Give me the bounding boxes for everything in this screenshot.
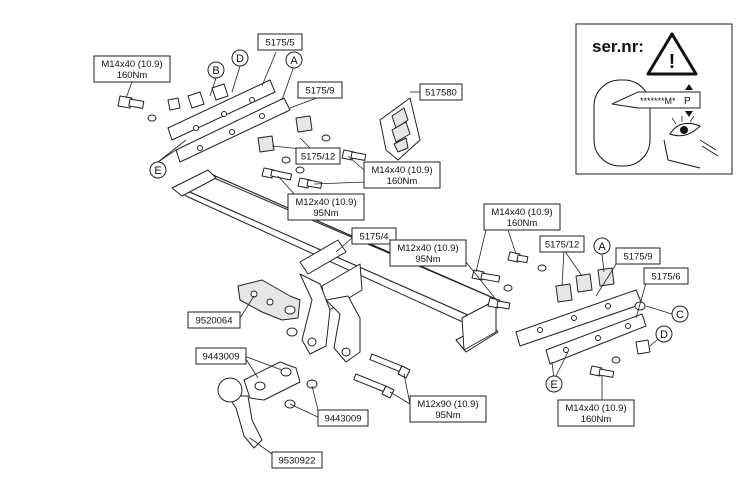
- bolt-specs: M14x40 (10.9) 160Nm M14x40 (10.9) 160Nm …: [93, 55, 635, 427]
- letter-a-right: A: [598, 241, 606, 253]
- letter-e-right: E: [550, 379, 557, 391]
- letter-d-right: D: [660, 329, 668, 341]
- bolts-m12x90: [353, 353, 411, 399]
- left-bracket-assembly: [117, 79, 291, 163]
- spec-bottom-center-torque: 95Nm: [435, 410, 460, 421]
- label-9520064: 9520064: [196, 316, 233, 327]
- label-5175-6: 5175/6: [651, 272, 680, 283]
- warning-glyph: !: [669, 51, 676, 73]
- spec-left-middle-torque: 160Nm: [387, 176, 418, 187]
- part-labels: 5175/5 5175/9 5175/12 517580 5175/4 5175…: [187, 33, 689, 469]
- spec-left-upper-bolt: M14x40 (10.9): [101, 59, 162, 70]
- label-9530922: 9530922: [279, 456, 316, 467]
- label-5175-12-left: 5175/12: [301, 152, 335, 163]
- serial-plate-text: *******M*: [640, 96, 676, 106]
- arrow-up-icon: [685, 111, 693, 117]
- bolts-center: [471, 251, 547, 310]
- clamp-5175-4: [299, 239, 363, 363]
- spec-left-upper-torque: 160Nm: [117, 70, 148, 81]
- spec-left-lower-bolt: M12x40 (10.9): [295, 197, 356, 208]
- letter-callouts: B D A E A C D E: [149, 49, 689, 393]
- spec-right-upper-torque: 160Nm: [507, 218, 538, 229]
- letter-a-left: A: [290, 55, 298, 67]
- letter-c-right: C: [676, 309, 684, 321]
- template-517580: [379, 97, 421, 161]
- socket-plate-9520064: [237, 279, 301, 337]
- label-5175-12-right: 5175/12: [545, 240, 579, 251]
- spec-center-bolt: M12x40 (10.9): [397, 243, 458, 254]
- serial-plate-suffix: P: [684, 96, 691, 107]
- label-9443009-top: 9443009: [203, 352, 240, 363]
- serial-plate: [611, 91, 701, 109]
- spec-left-middle-bolt: M14x40 (10.9): [371, 165, 432, 176]
- spec-right-lower-bolt: M14x40 (10.9): [565, 403, 626, 414]
- label-5175-9-right: 5175/9: [623, 252, 652, 263]
- spec-right-upper-bolt: M14x40 (10.9): [491, 207, 552, 218]
- label-5175-4: 5175/4: [359, 232, 388, 243]
- spec-left-lower-torque: 95Nm: [313, 208, 338, 219]
- crossbar-end-left: [171, 169, 217, 197]
- right-bracket-assembly: [515, 267, 651, 378]
- arrow-down-icon: [685, 84, 693, 90]
- spec-right-lower-torque: 160Nm: [581, 414, 612, 425]
- label-5175-9-left: 5175/9: [305, 86, 334, 97]
- bracket-5175-5: [167, 79, 276, 141]
- serial-number-panel: ser.nr: ! *******M* P: [575, 23, 733, 175]
- label-517580: 517580: [425, 88, 457, 99]
- label-9443009-bottom: 9443009: [325, 414, 362, 425]
- label-5175-5: 5175/5: [265, 38, 294, 49]
- spacers-left: [257, 115, 367, 189]
- serial-title: ser.nr:: [592, 37, 644, 56]
- spec-bottom-center-bolt: M12x90 (10.9): [417, 399, 478, 410]
- letter-e-left: E: [154, 165, 161, 177]
- letter-d-left: D: [236, 53, 244, 65]
- warning-triangle-icon: [646, 32, 698, 76]
- towball-9530922: [217, 361, 318, 449]
- letter-b-left: B: [212, 65, 219, 77]
- spec-center-torque: 95Nm: [415, 254, 440, 265]
- towball-head: [217, 377, 243, 403]
